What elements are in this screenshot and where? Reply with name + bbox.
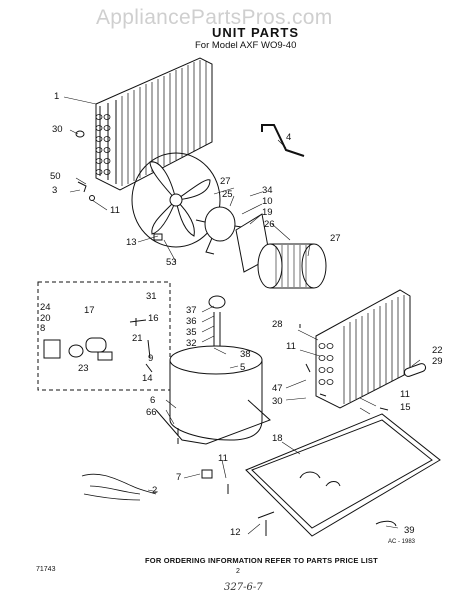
callout: 17 xyxy=(84,305,95,316)
callout: 1 xyxy=(54,91,60,102)
part-code: 71743 xyxy=(36,566,56,573)
fan-blade xyxy=(131,152,221,248)
callout: 22 xyxy=(432,345,443,356)
callout: 13 xyxy=(126,237,137,248)
callout: 28 xyxy=(272,319,283,330)
callout: 26 xyxy=(264,219,275,230)
callout: 8 xyxy=(40,323,46,334)
callout: 36 xyxy=(186,316,197,327)
blower-wheel xyxy=(257,243,327,289)
callout: 16 xyxy=(148,313,159,324)
diagram-subtitle: For Model AXF WO9-40 xyxy=(195,40,297,51)
callout: 5 xyxy=(240,362,246,373)
control-components xyxy=(43,318,153,373)
callout: 11 xyxy=(286,341,296,352)
tube-part xyxy=(261,124,305,157)
evaporator-coil xyxy=(95,57,213,191)
filter-drier xyxy=(403,363,427,377)
callout: 4 xyxy=(286,132,292,143)
callout: 38 xyxy=(240,349,251,360)
callout: 20 xyxy=(40,313,51,324)
page-number: 2 xyxy=(236,568,240,575)
callout: 2 xyxy=(152,485,158,496)
callout: 25 xyxy=(222,189,233,200)
callout: 29 xyxy=(432,356,443,367)
callout: 35 xyxy=(186,327,197,338)
diagram-title: UNIT PARTS xyxy=(212,25,300,40)
callout: 31 xyxy=(146,291,157,302)
callout: 66 xyxy=(146,407,157,418)
callout: 21 xyxy=(132,333,143,344)
callout: 11 xyxy=(110,205,120,216)
callout: 34 xyxy=(262,185,273,196)
callout: 53 xyxy=(166,257,177,268)
handwritten-note: 327-6-7 xyxy=(224,582,263,593)
callout: 27 xyxy=(220,176,231,187)
leader-lines xyxy=(63,96,421,535)
diagram-code: AC - 1983 xyxy=(388,539,416,545)
condenser-coil xyxy=(315,289,411,409)
callout: 30 xyxy=(52,124,63,135)
callout: 3 xyxy=(52,185,58,196)
callout: 32 xyxy=(186,338,197,349)
callout: 27 xyxy=(330,233,341,244)
callout: 19 xyxy=(262,207,273,218)
callout: 14 xyxy=(142,373,153,384)
callout: 7 xyxy=(176,472,182,483)
callout: 24 xyxy=(40,302,51,313)
base-pan xyxy=(245,413,441,537)
callout: 37 xyxy=(186,305,197,316)
watermark: AppliancePartsPros.com xyxy=(96,6,333,29)
callout: 39 xyxy=(404,525,415,536)
callout: 47 xyxy=(272,383,283,394)
callout: 11 xyxy=(400,389,410,400)
callout: 15 xyxy=(400,402,411,413)
wire-harness xyxy=(81,473,157,501)
callout: 30 xyxy=(272,396,283,407)
ordering-note: FOR ORDERING INFORMATION REFER TO PARTS … xyxy=(145,556,378,565)
callout: 12 xyxy=(230,527,241,538)
compressor xyxy=(155,295,271,445)
callout: 10 xyxy=(262,196,273,207)
callout: 18 xyxy=(272,433,283,444)
callout: 9 xyxy=(148,353,154,364)
callout: 50 xyxy=(50,171,61,182)
callout: 6 xyxy=(150,395,156,406)
callout: 11 xyxy=(218,453,228,464)
callout: 23 xyxy=(78,363,89,374)
control-parts-group xyxy=(37,281,171,391)
